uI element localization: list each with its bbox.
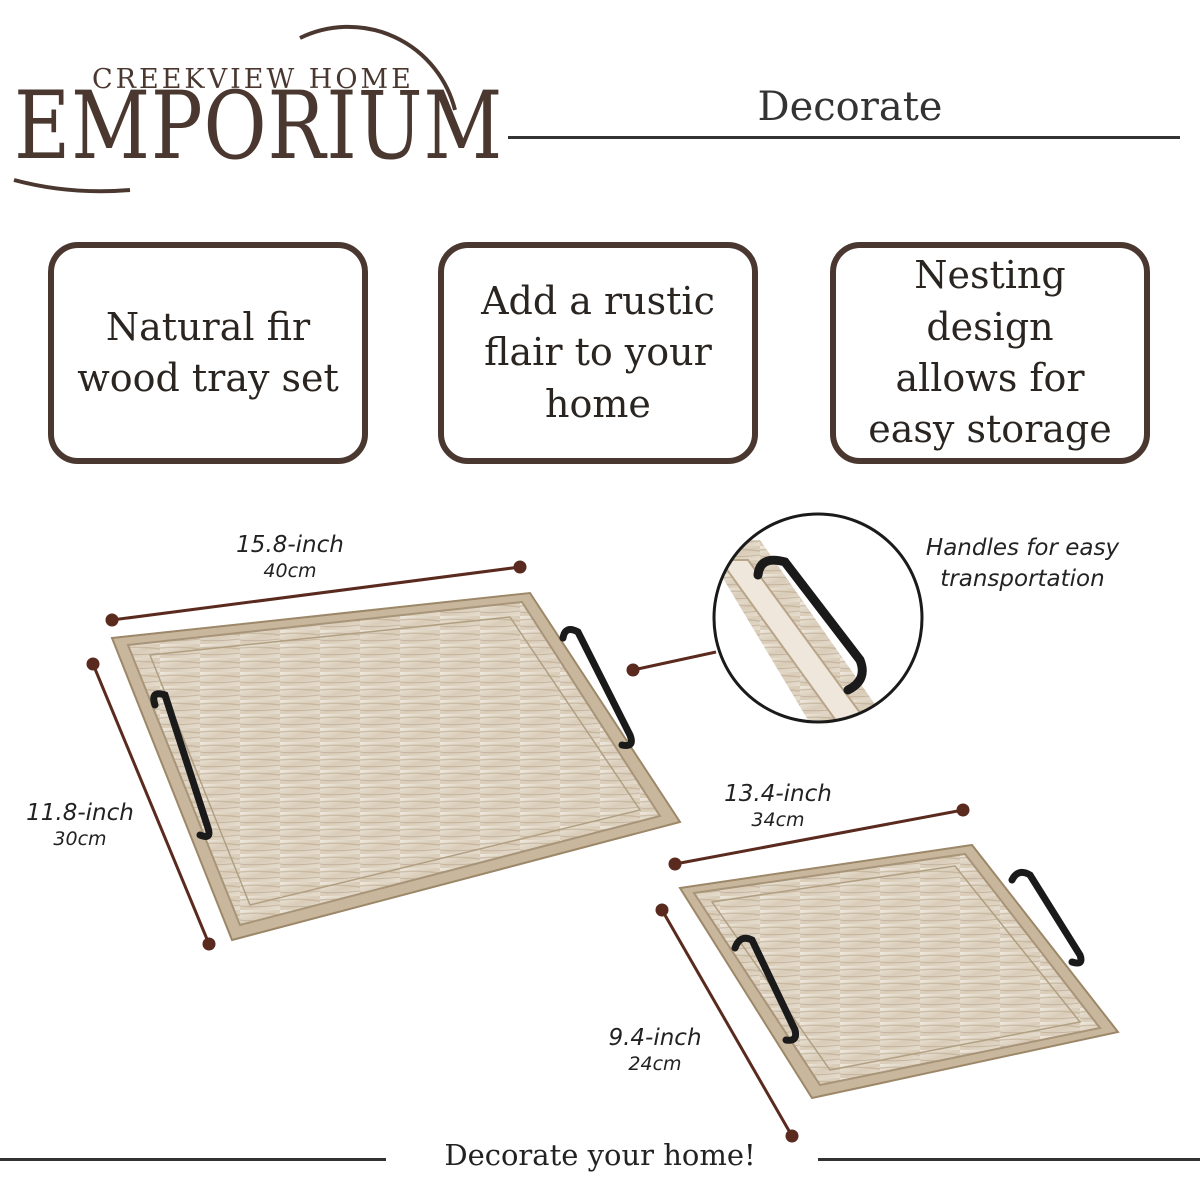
large-tray-depth-label: 11.8-inch 30cm: [0, 799, 160, 852]
logo-swoosh-icon: [13, 178, 131, 194]
large-tray-depth-cm: 30cm: [53, 827, 107, 850]
feature-card-wood: Natural fir wood tray set: [48, 242, 368, 464]
brand-top-line: CREEKVIEW HOME: [92, 64, 414, 95]
small-tray-depth-cm: 24cm: [628, 1052, 682, 1075]
handle-icon: [731, 934, 800, 1044]
small-tray-width-in: 13.4-inch: [724, 781, 832, 807]
brand-logo-wordmark: EMPORIUM: [14, 72, 504, 181]
small-tray-width-label: 13.4-inch 34cm: [678, 780, 878, 833]
logo-arc-icon: [299, 24, 457, 111]
large-tray-depth-in: 11.8-inch: [26, 800, 134, 826]
header-title: Decorate: [757, 84, 943, 130]
header-divider: [508, 136, 1180, 139]
large-tray-width-in: 15.8-inch: [236, 532, 344, 558]
small-tray: [678, 843, 1120, 1100]
feature-card-rustic: Add a rustic flair to your home: [438, 242, 758, 464]
footer-divider-right: [818, 1158, 1200, 1161]
large-tray-width-cm: 40cm: [263, 559, 317, 582]
large-tray-width-label: 15.8-inch 40cm: [190, 531, 390, 584]
dimension-lines: [86, 560, 970, 1143]
handle-icon: [150, 690, 213, 840]
handle-magnifier: [712, 512, 924, 724]
feature-card-text: Natural fir wood tray set: [77, 304, 339, 400]
handle-icon: [1008, 868, 1085, 967]
handle-icon: [559, 626, 635, 749]
small-tray-depth-in: 9.4-inch: [608, 1025, 702, 1051]
feature-card-nesting: Nesting design allows for easy storage: [830, 242, 1150, 464]
large-tray: [110, 591, 682, 942]
footer-tagline: Decorate your home!: [444, 1138, 756, 1172]
small-tray-width-cm: 34cm: [751, 808, 805, 831]
feature-card-text: Nesting design allows for easy storage: [868, 253, 1112, 452]
footer-divider-left: [0, 1158, 386, 1161]
feature-card-text: Add a rustic flair to your home: [481, 279, 715, 426]
small-tray-depth-label: 9.4-inch 24cm: [575, 1024, 735, 1077]
handle-icon: [753, 555, 867, 695]
handles-callout: Handles for easy transportation: [925, 535, 1120, 593]
